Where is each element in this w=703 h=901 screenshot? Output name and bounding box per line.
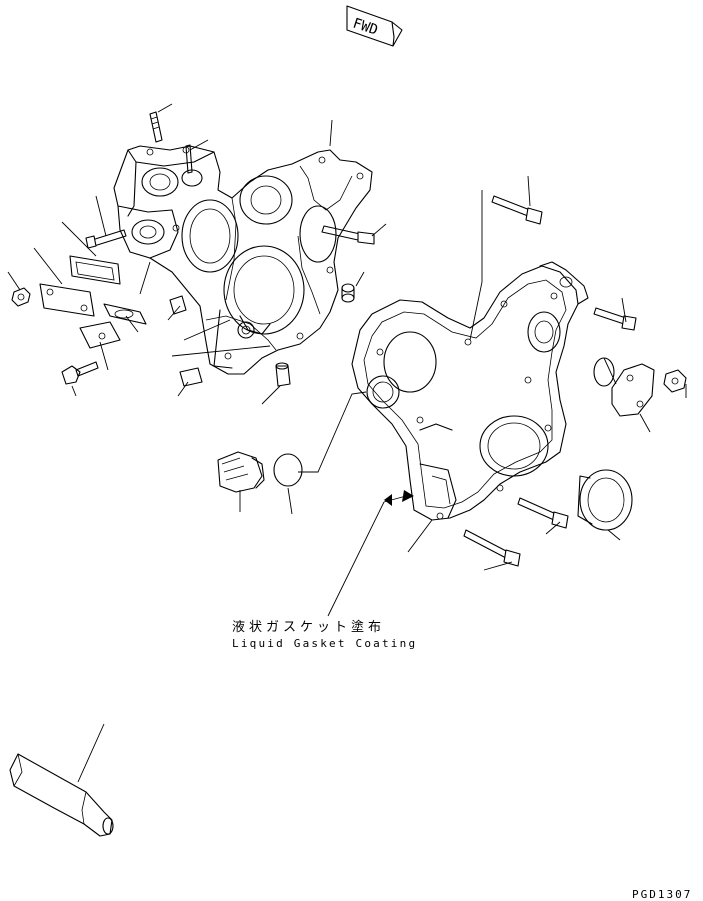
cover-plate <box>79 321 121 349</box>
bolt <box>463 529 521 567</box>
gear-housing <box>113 145 373 375</box>
bolt <box>85 229 127 249</box>
note-japanese: 液状ガスケット塗布 <box>232 620 386 635</box>
cover-plate <box>39 283 95 317</box>
plug <box>169 295 187 315</box>
o-ring <box>273 453 303 487</box>
bolt <box>593 307 637 331</box>
pin <box>185 144 193 174</box>
plug <box>179 367 203 387</box>
bolt <box>321 225 375 245</box>
fwd-label: FWD <box>351 16 380 39</box>
gasket-tube <box>9 753 114 837</box>
dowel <box>341 283 355 303</box>
front-cover <box>351 261 589 521</box>
leader-lines <box>7 103 687 783</box>
filler-cap <box>217 451 265 493</box>
gasket <box>69 255 121 285</box>
plug <box>275 362 291 387</box>
note-english: Liquid Gasket Coating <box>232 637 418 650</box>
bolt <box>491 195 543 225</box>
bolt <box>61 361 99 385</box>
oil-seal <box>577 469 633 531</box>
bolt <box>663 369 687 393</box>
nut <box>11 287 31 307</box>
gasket <box>103 303 147 325</box>
cover-plate <box>611 363 655 417</box>
bolt <box>517 497 569 529</box>
fwd-arrow: FWD <box>346 5 403 47</box>
stud-bolt <box>149 111 163 143</box>
gasket <box>593 357 615 387</box>
coating-arrow <box>383 490 414 506</box>
drawing-id: PGD1307 <box>632 888 693 901</box>
